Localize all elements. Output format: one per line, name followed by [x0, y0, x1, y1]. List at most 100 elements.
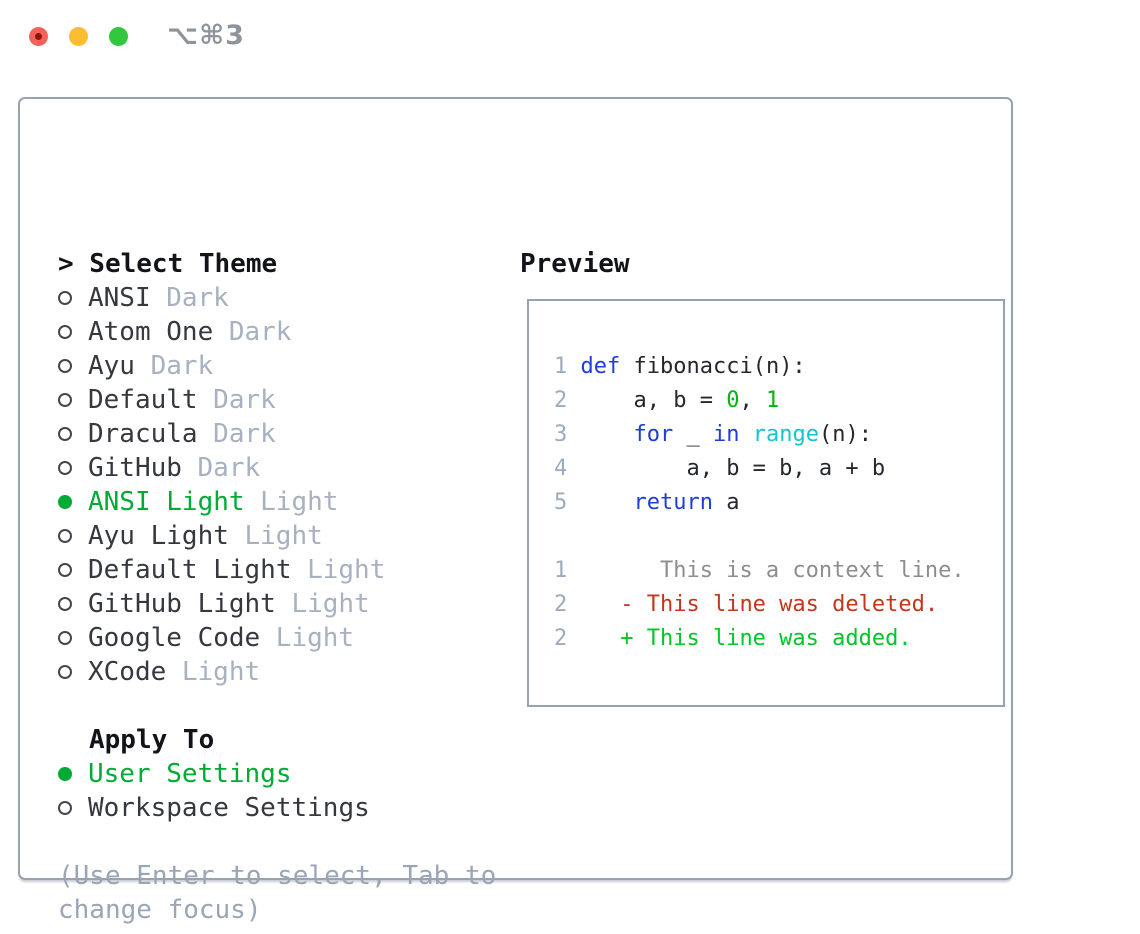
- zoom-button[interactable]: [109, 27, 128, 46]
- preview-line: 2 - This line was deleted.: [554, 588, 1003, 622]
- window-title: ⌥⌘3: [167, 20, 245, 51]
- code-segment-add: + This line was added.: [580, 626, 912, 651]
- option-label: GitHub: [88, 453, 182, 483]
- theme-variant-label: Dark: [228, 317, 292, 347]
- radio-icon: [58, 801, 72, 815]
- theme-variant-label: Light: [291, 589, 370, 619]
- radio-icon: [58, 359, 72, 373]
- code-segment-del: - This line was deleted.: [580, 592, 939, 617]
- radio-selected-icon: [58, 495, 72, 509]
- preview-line: 1 This is a context line.: [554, 554, 1003, 588]
- code-segment-kw: in: [712, 422, 740, 447]
- code-segment-fg: a, b = b, a + b: [580, 456, 886, 481]
- option-label: Workspace Settings: [88, 793, 370, 823]
- theme-variant-label: Light: [244, 521, 323, 551]
- theme-option-default[interactable]: Default Dark: [58, 383, 503, 417]
- theme-option-dracula[interactable]: Dracula Dark: [58, 417, 503, 451]
- radio-icon: [58, 291, 72, 305]
- preview-line: [554, 520, 1003, 554]
- theme-variant-label: Light: [275, 623, 355, 653]
- code-segment-fg: a, b =: [580, 388, 727, 413]
- minimize-button[interactable]: [69, 27, 88, 46]
- option-label: Ayu: [88, 351, 135, 381]
- select-theme-header: > Select Theme: [58, 249, 278, 279]
- line-number: 2: [554, 626, 568, 651]
- help-text-line: (Use Enter to select, Tab to: [58, 861, 497, 891]
- option-label: Ayu Light: [88, 521, 229, 551]
- apply-option-user-settings[interactable]: User Settings: [58, 757, 503, 791]
- line-number: 1: [554, 354, 568, 379]
- code-segment-fg: [581, 422, 634, 447]
- preview-line: 1 def fibonacci(n):: [554, 350, 1003, 384]
- radio-icon: [58, 563, 72, 577]
- radio-icon: [58, 325, 72, 339]
- radio-icon: [58, 665, 72, 679]
- theme-variant-label: Light: [260, 487, 339, 517]
- theme-option-ayu-light[interactable]: Ayu Light Light: [58, 519, 503, 553]
- radio-icon: [58, 461, 72, 475]
- theme-option-github[interactable]: GitHub Dark: [58, 451, 503, 485]
- preview-line: 3 for _ in range(n):: [554, 418, 1003, 452]
- line-number: 2: [554, 388, 568, 413]
- code-segment-num: 1: [765, 388, 780, 413]
- preview-line: 5 return a: [554, 486, 1003, 520]
- radio-selected-icon: [58, 767, 72, 781]
- code-segment-fn: range: [752, 422, 819, 447]
- title-bar: ⌥⌘3: [0, 0, 1140, 70]
- theme-variant-label: Light: [307, 555, 386, 585]
- code-segment-fg: [739, 422, 752, 447]
- apply-option-workspace-settings[interactable]: Workspace Settings: [58, 791, 503, 825]
- option-label: XCode: [88, 657, 167, 687]
- line-number: 4: [554, 456, 568, 481]
- theme-option-ansi-light[interactable]: ANSI Light Light: [58, 485, 503, 519]
- theme-variant-label: Dark: [213, 385, 276, 415]
- code-segment-kw: for: [633, 422, 674, 447]
- theme-option-xcode[interactable]: XCode Light: [58, 655, 503, 689]
- radio-icon: [58, 529, 72, 543]
- close-button[interactable]: [29, 27, 48, 46]
- theme-option-google-code[interactable]: Google Code Light: [58, 621, 503, 655]
- option-label: Google Code: [88, 623, 261, 653]
- code-segment-fg: [581, 490, 634, 515]
- option-label: User Settings: [88, 759, 292, 789]
- code-segment-fg: (n):: [818, 422, 872, 447]
- spacer: [58, 689, 503, 723]
- radio-icon: [58, 631, 72, 645]
- code-segment-kw: return: [633, 490, 713, 515]
- preview-line: 2 + This line was added.: [554, 622, 1003, 656]
- theme-option-atom-one[interactable]: Atom One Dark: [58, 315, 503, 349]
- preview-line: 2 a, b = 0, 1: [554, 384, 1003, 418]
- preview-header: Preview: [520, 249, 630, 279]
- option-label: ANSI Light: [88, 487, 245, 517]
- radio-icon: [58, 427, 72, 441]
- theme-variant-label: Dark: [213, 419, 276, 449]
- theme-variant-label: Dark: [150, 351, 214, 381]
- option-label: Dracula: [88, 419, 198, 449]
- theme-variant-label: Dark: [197, 453, 261, 483]
- theme-variant-label: Light: [181, 657, 261, 687]
- code-segment-kw: def: [580, 354, 621, 379]
- code-segment-num: 0: [726, 388, 740, 413]
- theme-option-ayu[interactable]: Ayu Dark: [58, 349, 503, 383]
- line-number: 5: [554, 490, 568, 515]
- option-label: Atom One: [88, 317, 214, 347]
- option-label: Default: [88, 385, 198, 415]
- option-label: ANSI: [88, 283, 151, 313]
- spacer: [58, 825, 503, 859]
- code-segment-fg: fibonacci(n):: [620, 354, 806, 379]
- theme-option-default-light[interactable]: Default Light Light: [58, 553, 503, 587]
- radio-icon: [58, 393, 72, 407]
- code-segment-fg: _: [673, 422, 713, 447]
- radio-icon: [58, 597, 72, 611]
- option-label: Default Light: [88, 555, 292, 585]
- code-segment-fg: a: [712, 490, 740, 515]
